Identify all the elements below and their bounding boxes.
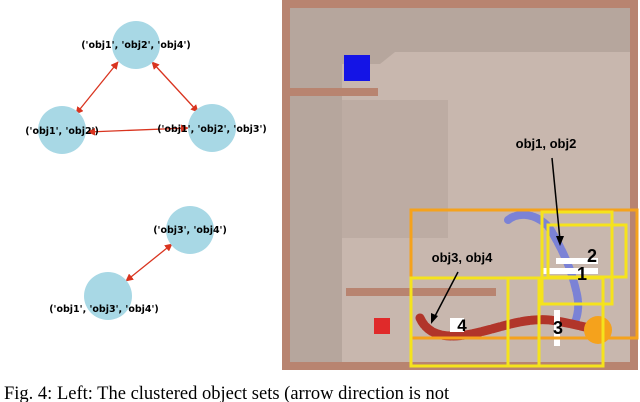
graph-node-obj1-obj2 xyxy=(38,106,86,154)
edge-n2-n3 xyxy=(87,124,189,136)
bounding-box-3 xyxy=(506,276,605,368)
node-label: ('obj3', 'obj4') xyxy=(153,225,227,236)
node-label: ('obj1', 'obj2', 'obj3') xyxy=(157,124,267,135)
middle-shelf xyxy=(346,288,496,296)
bounding-box-4 xyxy=(409,276,541,368)
box-label-4: 4 xyxy=(457,316,467,335)
callout-pointer xyxy=(551,157,561,241)
red-cable xyxy=(415,313,603,341)
edge-n4-n5 xyxy=(125,243,173,282)
box-label-3: 3 xyxy=(553,318,563,338)
upper-shelf xyxy=(288,88,378,96)
box-label-1: 1 xyxy=(577,264,587,284)
white-bar xyxy=(542,268,598,274)
graph-node-obj1-obj2-obj3 xyxy=(188,104,236,152)
floor-shadow xyxy=(290,8,630,362)
graph-node-obj1-obj2-obj4 xyxy=(112,21,160,69)
outer-bounding-box xyxy=(409,208,639,340)
graph-node-obj3-obj4 xyxy=(166,206,214,254)
node-label: ('obj1', 'obj2', 'obj4') xyxy=(81,40,191,51)
edge-n1-n3 xyxy=(151,61,199,113)
callout-pointer xyxy=(433,271,459,319)
white-bar xyxy=(556,258,598,264)
white-square xyxy=(450,318,464,332)
callout-arrowhead xyxy=(431,313,438,324)
box-label-2: 2 xyxy=(587,246,597,266)
figure-caption: Fig. 4: Left: The clustered object sets … xyxy=(4,384,450,402)
callout-arrowhead xyxy=(556,236,564,246)
orange-ball xyxy=(584,316,612,344)
bounding-box-1 xyxy=(540,210,614,306)
blue-block xyxy=(344,55,370,81)
edge-n1-n2 xyxy=(75,61,119,115)
callout-obj3-obj4: obj3, obj4 xyxy=(432,250,493,265)
red-block xyxy=(374,318,390,334)
node-label: ('obj1', 'obj3', 'obj4') xyxy=(49,304,159,315)
graph-node-obj1-obj3-obj4 xyxy=(84,272,132,320)
scene-render: 1 2 3 4 obj1, obj2 obj3, obj4 xyxy=(282,0,639,370)
object-set-graph: ('obj1', 'obj2', 'obj4') ('obj1', 'obj2'… xyxy=(25,21,267,320)
floor-shadow xyxy=(342,100,448,238)
white-post xyxy=(554,310,560,346)
callout-obj1-obj2: obj1, obj2 xyxy=(516,136,577,151)
node-label: ('obj1', 'obj2') xyxy=(25,126,99,137)
